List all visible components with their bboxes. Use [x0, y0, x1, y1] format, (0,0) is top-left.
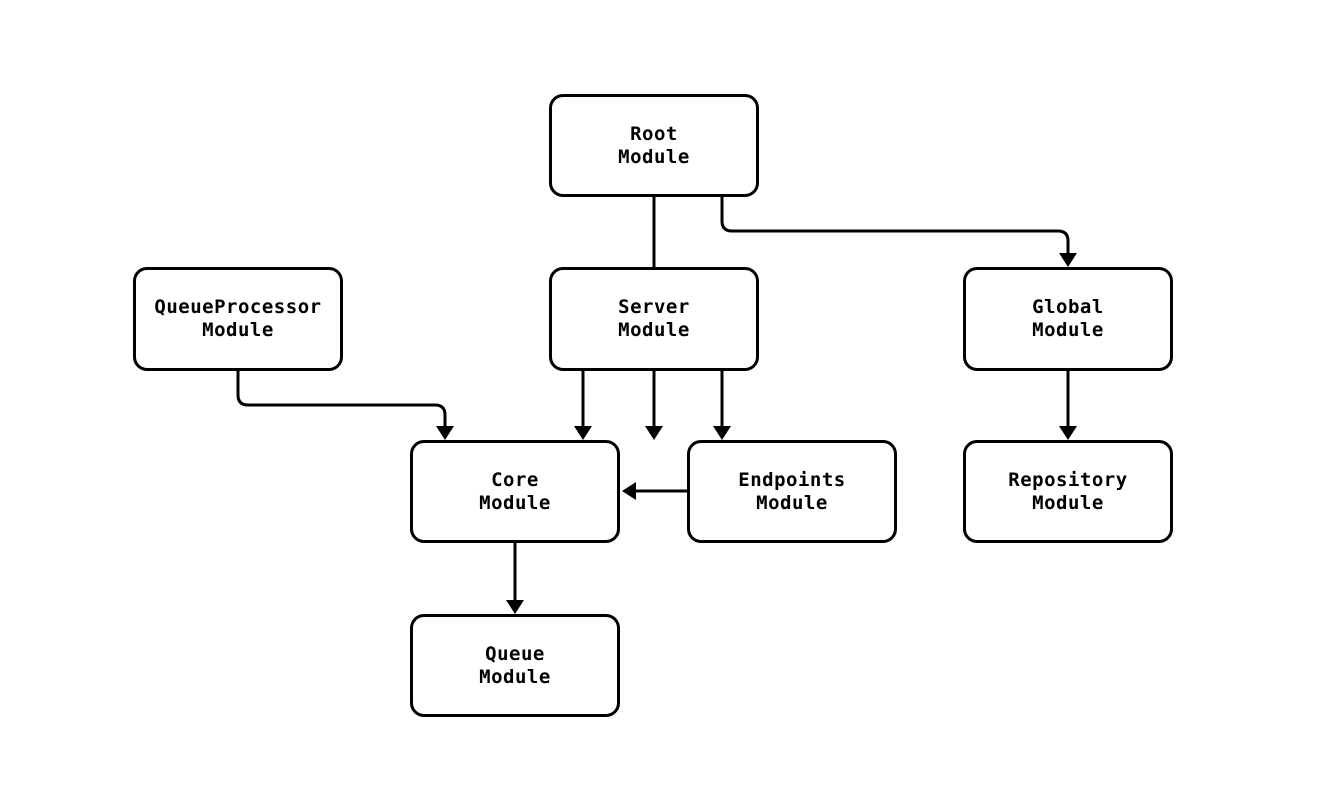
- node-label-secondary: Module: [479, 491, 551, 514]
- edge-line: [236, 371, 447, 426]
- edge-queueprocessor-to-core: [236, 371, 454, 440]
- arrowhead-icon: [1059, 253, 1077, 267]
- node-label-primary: Server: [618, 296, 690, 318]
- arrowhead-icon: [436, 426, 454, 440]
- node-label-secondary: Module: [618, 319, 690, 341]
- edge-global-to-repository: [1059, 371, 1077, 440]
- edge-root-to-global: [720, 197, 1077, 267]
- edge-core-to-queue: [506, 543, 524, 614]
- node-label-secondary: Module: [756, 491, 828, 514]
- node-label-secondary: Module: [1032, 319, 1104, 341]
- node-label-secondary: Module: [479, 665, 551, 688]
- node-label-primary: Queue: [485, 642, 545, 665]
- node-label-primary: Root: [630, 122, 678, 145]
- arrowhead-icon: [574, 426, 592, 440]
- node-label-primary: Global: [1032, 296, 1104, 318]
- node-label-secondary: Module: [1032, 491, 1104, 514]
- arrowhead-icon: [506, 600, 524, 614]
- edge-server-to-core: [574, 371, 592, 440]
- edge-server-to-endpoints: [713, 371, 731, 440]
- node-label-secondary: Module: [618, 145, 690, 168]
- node-label-primary: Endpoints: [738, 468, 846, 491]
- node-label-secondary: Module: [202, 319, 274, 341]
- edge-line: [720, 197, 1070, 253]
- node-label-primary: QueueProcessor: [154, 296, 322, 318]
- edge-endpoints-to-core: [622, 482, 687, 500]
- node-label-primary: Core: [491, 468, 539, 491]
- node-label-primary: Repository: [1008, 468, 1128, 491]
- arrowhead-icon: [645, 426, 663, 440]
- arrowhead-icon: [1059, 426, 1077, 440]
- arrowhead-icon: [622, 482, 636, 500]
- arrowhead-icon: [713, 426, 731, 440]
